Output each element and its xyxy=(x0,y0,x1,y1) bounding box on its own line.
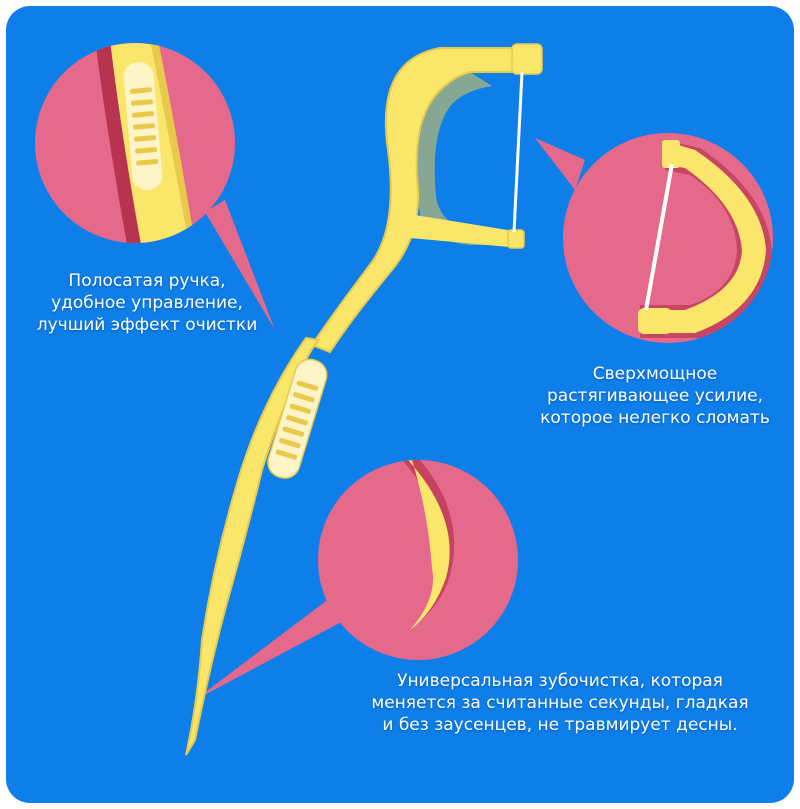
floss-anchor-bottom xyxy=(507,229,525,249)
floss-caption: Сверхмощное растягивающее усилие, которо… xyxy=(525,363,785,429)
floss-string xyxy=(512,71,524,233)
floss-caption-line: растягивающее усилие, xyxy=(547,386,763,406)
grip-stripes xyxy=(267,358,328,479)
pick-caption-line: меняется за считанные секунды, гладкая xyxy=(371,693,749,713)
pick-caption-line: Универсальная зубочистка, которая xyxy=(397,671,723,691)
floss-caption-line: Сверхмощное xyxy=(592,364,718,384)
handle-caption-line: Полосатая ручка, xyxy=(68,271,226,291)
handle-caption-line: удобное управление, xyxy=(51,293,243,313)
handle-caption: Полосатая ручка, удобное управление, луч… xyxy=(22,270,272,336)
pick-arm xyxy=(310,47,541,354)
pick-handle xyxy=(185,336,320,756)
pick-callout-circle xyxy=(318,460,518,660)
pick-callout-pointer xyxy=(195,598,345,700)
handle-caption-line: лучший эффект очистки xyxy=(36,315,258,335)
floss-pick xyxy=(185,43,543,756)
handle-callout-circle xyxy=(35,43,235,243)
pick-caption: Универсальная зубочистка, которая меняет… xyxy=(340,670,780,736)
handle-callout-pointer xyxy=(205,200,275,330)
floss-anchor-top xyxy=(511,43,543,75)
floss-callout-circle xyxy=(563,133,773,343)
floss-caption-line: которое нелегко сломать xyxy=(540,408,770,428)
pick-caption-line: и без заусенцев, не травмирует десны. xyxy=(382,715,738,735)
floss-callout-pointer xyxy=(535,138,585,190)
